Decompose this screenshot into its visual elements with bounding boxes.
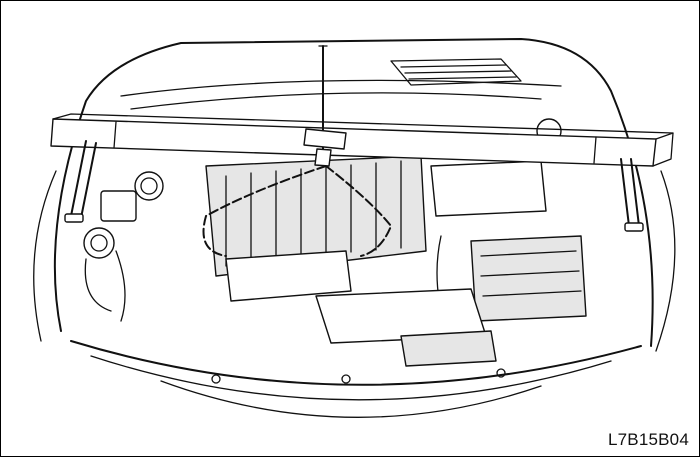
- cowl-vent: [390, 58, 522, 86]
- figure-code: L7B15B04: [607, 430, 689, 449]
- lifting-chain: [202, 165, 392, 257]
- support-legs: [64, 140, 644, 232]
- lifting-hook: [303, 45, 347, 167]
- engine-support-bar: [50, 113, 674, 167]
- intake-manifold: [205, 155, 427, 302]
- vehicle-body-outline: [33, 38, 676, 418]
- front-bracket: [211, 288, 506, 384]
- right-components: [430, 118, 587, 332]
- left-components: [83, 171, 164, 322]
